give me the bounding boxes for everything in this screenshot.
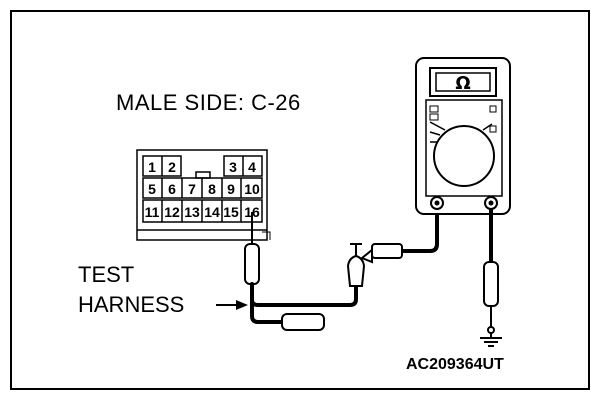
pin-numbers: 1 2 3 4 5 6 7 8 9 10 11 12 13 14 15 16 xyxy=(145,159,260,220)
pin-14: 14 xyxy=(204,204,220,220)
banana-plug xyxy=(346,243,403,287)
harness-arrow-icon xyxy=(216,300,248,310)
connector-title: MALE SIDE: C-26 xyxy=(116,90,301,115)
pin-11: 11 xyxy=(145,204,160,220)
multimeter: Ω xyxy=(415,57,511,215)
ground-icon xyxy=(480,326,502,347)
harness-label: HARNESS xyxy=(78,292,185,317)
pin-8: 8 xyxy=(208,181,216,197)
pin-15: 15 xyxy=(223,204,239,220)
pin-4: 4 xyxy=(248,159,256,175)
meter-lead-left xyxy=(402,208,439,253)
ground-lead xyxy=(483,209,499,330)
harness-end-plug xyxy=(281,313,325,331)
pin-1: 1 xyxy=(148,159,156,175)
pin-6: 6 xyxy=(168,181,176,197)
pin-12: 12 xyxy=(164,204,180,220)
test-probe xyxy=(244,212,260,285)
pin-2: 2 xyxy=(168,159,176,175)
pin-7: 7 xyxy=(188,181,196,197)
pin-13: 13 xyxy=(184,204,200,220)
figure-id: AC209364UT xyxy=(406,356,504,373)
rotary-dial xyxy=(433,125,495,187)
test-label: TEST xyxy=(78,262,135,287)
ohm-symbol: Ω xyxy=(455,73,470,94)
pin-10: 10 xyxy=(244,181,260,197)
pin-5: 5 xyxy=(148,181,156,197)
pin-3: 3 xyxy=(229,159,237,175)
harness-wires xyxy=(250,282,358,324)
pin-9: 9 xyxy=(227,181,235,197)
connector-c26 xyxy=(136,149,271,241)
